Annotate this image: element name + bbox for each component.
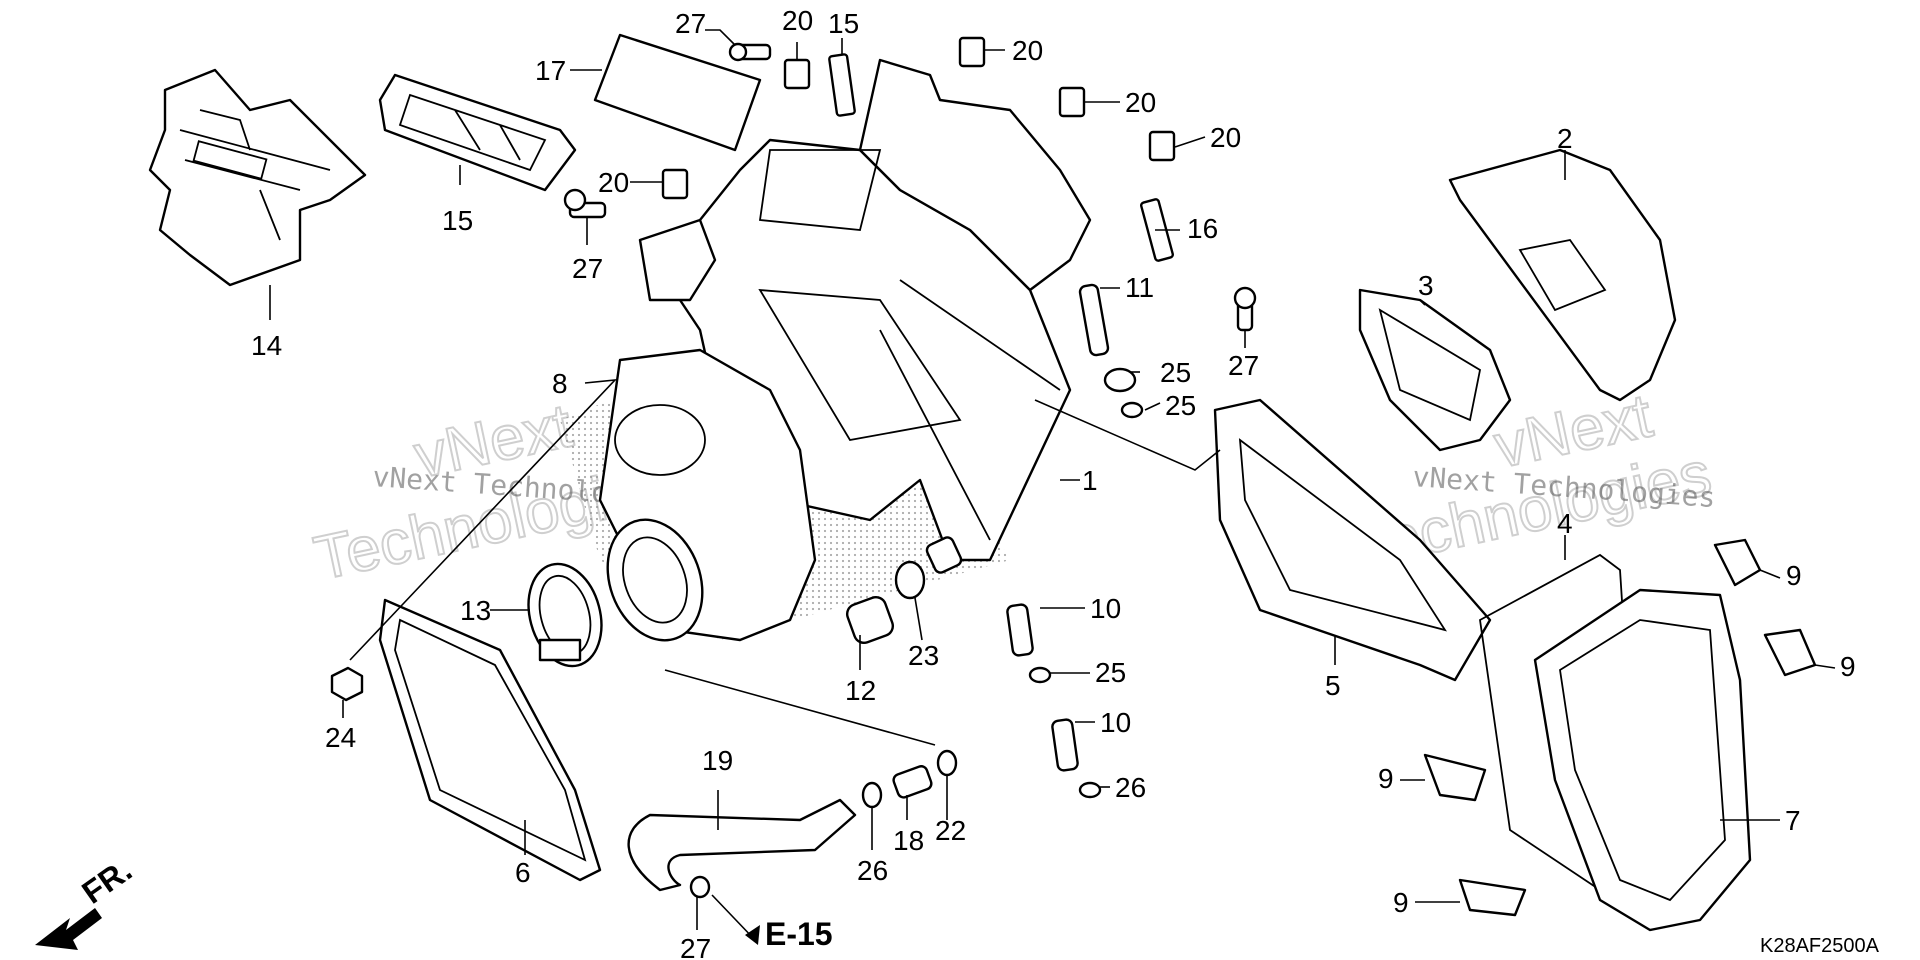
part-14-frame — [378, 73, 577, 192]
part-12-tube — [845, 595, 895, 645]
part-27-bolt-3 — [1233, 286, 1257, 332]
callout-20: 20 — [1125, 87, 1156, 118]
part-5-plate — [1213, 398, 1492, 682]
part-26-clip-upper — [861, 781, 883, 809]
part-3-cage — [1358, 288, 1512, 452]
part-16-clamp — [527, 562, 603, 668]
callout-15: 16 — [1187, 213, 1218, 244]
part-27-bolt-1 — [728, 42, 772, 62]
part-20-clip-5 — [661, 168, 689, 200]
part-24-washer — [1103, 367, 1137, 393]
callout-8: 8 — [552, 368, 568, 399]
callout-23: 24 — [325, 722, 356, 753]
front-arrow: FR. — [35, 852, 138, 950]
callout-27: 27 — [572, 253, 603, 284]
part-25-clip-3 — [1078, 781, 1102, 799]
part-25-clip-1 — [1120, 401, 1144, 419]
part-6-gasket — [378, 598, 602, 882]
part-23-nut — [330, 666, 364, 702]
part-19-tube — [627, 798, 857, 892]
callout-25: 26 — [1115, 772, 1146, 803]
part-9-clip-3 — [1423, 753, 1487, 802]
callout-7: 7 — [1785, 805, 1801, 836]
callout-10: 10 — [1090, 593, 1121, 624]
part-7-cover — [1533, 588, 1752, 932]
callout-11: 11 — [1125, 272, 1154, 303]
callout-14: 15 — [442, 205, 473, 236]
callout-13: 14 — [251, 330, 282, 361]
callout-1: 1 — [1082, 465, 1098, 496]
callout-17: 17 — [535, 55, 566, 86]
reference-e15: E-15 — [745, 916, 833, 952]
leader-lines — [269, 29, 1836, 941]
diagram-code: K28AF2500A — [1760, 935, 1880, 957]
part-20-clip-2 — [958, 36, 986, 68]
callout-3: 3 — [1418, 270, 1434, 301]
callout-20: 20 — [598, 167, 629, 198]
part-21-ring — [936, 749, 958, 777]
callout-9: 9 — [1840, 651, 1856, 682]
callout-24: 25 — [1160, 357, 1191, 388]
part-11-pin — [1078, 283, 1110, 357]
callout-26: 27 — [680, 933, 711, 960]
callout-4: 4 — [1557, 508, 1573, 539]
callout-25: 25 — [1165, 390, 1196, 421]
callout-10: 10 — [1100, 707, 1131, 738]
part-17-filter — [593, 33, 762, 152]
svg-text:FR.: FR. — [75, 852, 138, 911]
part-10-pin-1 — [1006, 603, 1034, 657]
callout-21: 22 — [935, 815, 966, 846]
callout-20: 20 — [1012, 35, 1043, 66]
callout-15: 15 — [828, 8, 859, 39]
part-9-clip-1 — [1713, 538, 1762, 587]
part-2-foam — [1448, 148, 1677, 402]
callout-9: 9 — [1378, 763, 1394, 794]
part-20-clip-1 — [783, 58, 811, 90]
callout-27: 27 — [1228, 350, 1259, 381]
part-13-cover — [148, 68, 367, 287]
callout-18: 18 — [893, 825, 924, 856]
part-8-boot — [598, 348, 817, 642]
svg-text:E-15: E-15 — [765, 916, 833, 952]
part-18-fitting — [892, 765, 933, 799]
callout-19: 19 — [702, 745, 733, 776]
callout-9: 9 — [1393, 887, 1409, 918]
part-15-strip-1 — [828, 53, 856, 117]
callout-25: 25 — [1095, 657, 1126, 688]
part-20-clip-4 — [1148, 130, 1176, 162]
part-20-clip-3 — [1058, 86, 1086, 118]
callout-12: 12 — [845, 675, 876, 706]
callout-16: 13 — [460, 595, 491, 626]
callout-27: 27 — [675, 8, 706, 39]
part-26-clip-lower — [689, 875, 711, 899]
part-27-bolt-2 — [563, 188, 607, 219]
callout-26: 26 — [857, 855, 888, 886]
callouts: 27 20 15 17 20 20 20 20 15 27 14 16 11 2… — [251, 5, 1856, 960]
part-9-clip-4 — [1458, 878, 1527, 917]
callout-2: 2 — [1557, 123, 1573, 154]
callout-5: 5 — [1325, 670, 1341, 701]
part-25-clip-2 — [1028, 666, 1052, 684]
part-10-pin-2 — [1051, 718, 1079, 772]
callout-20: 20 — [782, 5, 813, 36]
callout-20: 20 — [1210, 122, 1241, 153]
part-9-clip-2 — [1763, 628, 1817, 677]
callout-6: 6 — [515, 857, 531, 888]
part-22-clip — [894, 536, 963, 600]
callout-22: 23 — [908, 640, 939, 671]
callout-9: 9 — [1786, 560, 1802, 591]
